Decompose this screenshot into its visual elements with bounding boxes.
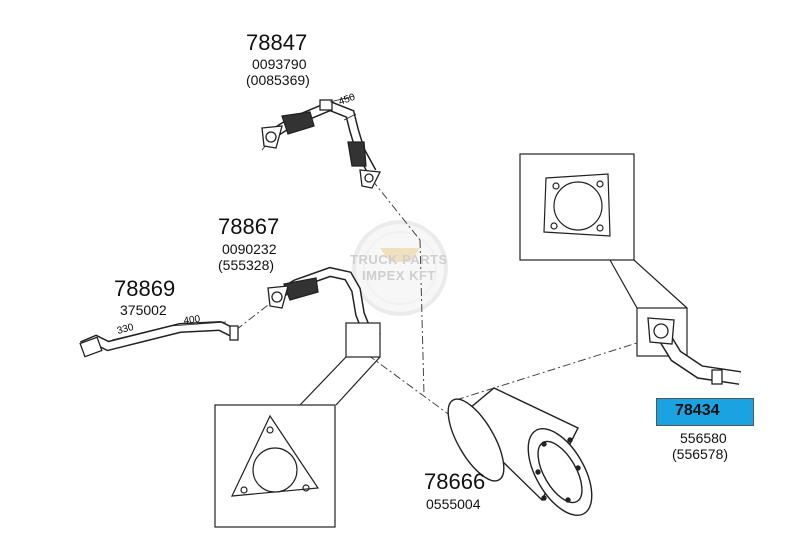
ref-78847-2: (0085369) bbox=[246, 72, 310, 88]
part-number-78869: 78869 bbox=[114, 276, 176, 301]
ref-78434-1: 556580 bbox=[680, 430, 727, 446]
watermark-text-line1: TRUCK PARTS bbox=[350, 252, 448, 267]
watermark-logo bbox=[352, 220, 448, 316]
part-number-78434-highlight: 78434 bbox=[656, 398, 754, 426]
ref-78867-1: 0090232 bbox=[222, 241, 277, 257]
watermark-text-line2: IMPEX KFT bbox=[362, 268, 436, 283]
part-number-78434: 78434 bbox=[675, 402, 720, 419]
part-number-78666: 78666 bbox=[424, 469, 486, 494]
pipe-78847 bbox=[261, 95, 382, 189]
detail-box-middle-flange bbox=[214, 322, 381, 528]
leader-lines bbox=[235, 139, 641, 431]
ref-78847-1: 0093790 bbox=[252, 56, 307, 72]
dim-330: 330 bbox=[116, 322, 135, 337]
pipe-78869 bbox=[79, 320, 239, 358]
part-number-78847: 78847 bbox=[246, 30, 308, 55]
ref-78867-2: (555328) bbox=[218, 257, 275, 273]
part-number-78867: 78867 bbox=[218, 214, 280, 239]
ref-78666-1: 0555004 bbox=[426, 496, 481, 512]
ref-78434-2: (556578) bbox=[672, 446, 729, 462]
ref-78869-1: 375002 bbox=[120, 302, 167, 318]
pipe-78434 bbox=[647, 317, 742, 385]
dim-450: 450 bbox=[337, 92, 357, 108]
dim-400: 400 bbox=[183, 314, 201, 327]
muffler-78666 bbox=[447, 387, 593, 516]
